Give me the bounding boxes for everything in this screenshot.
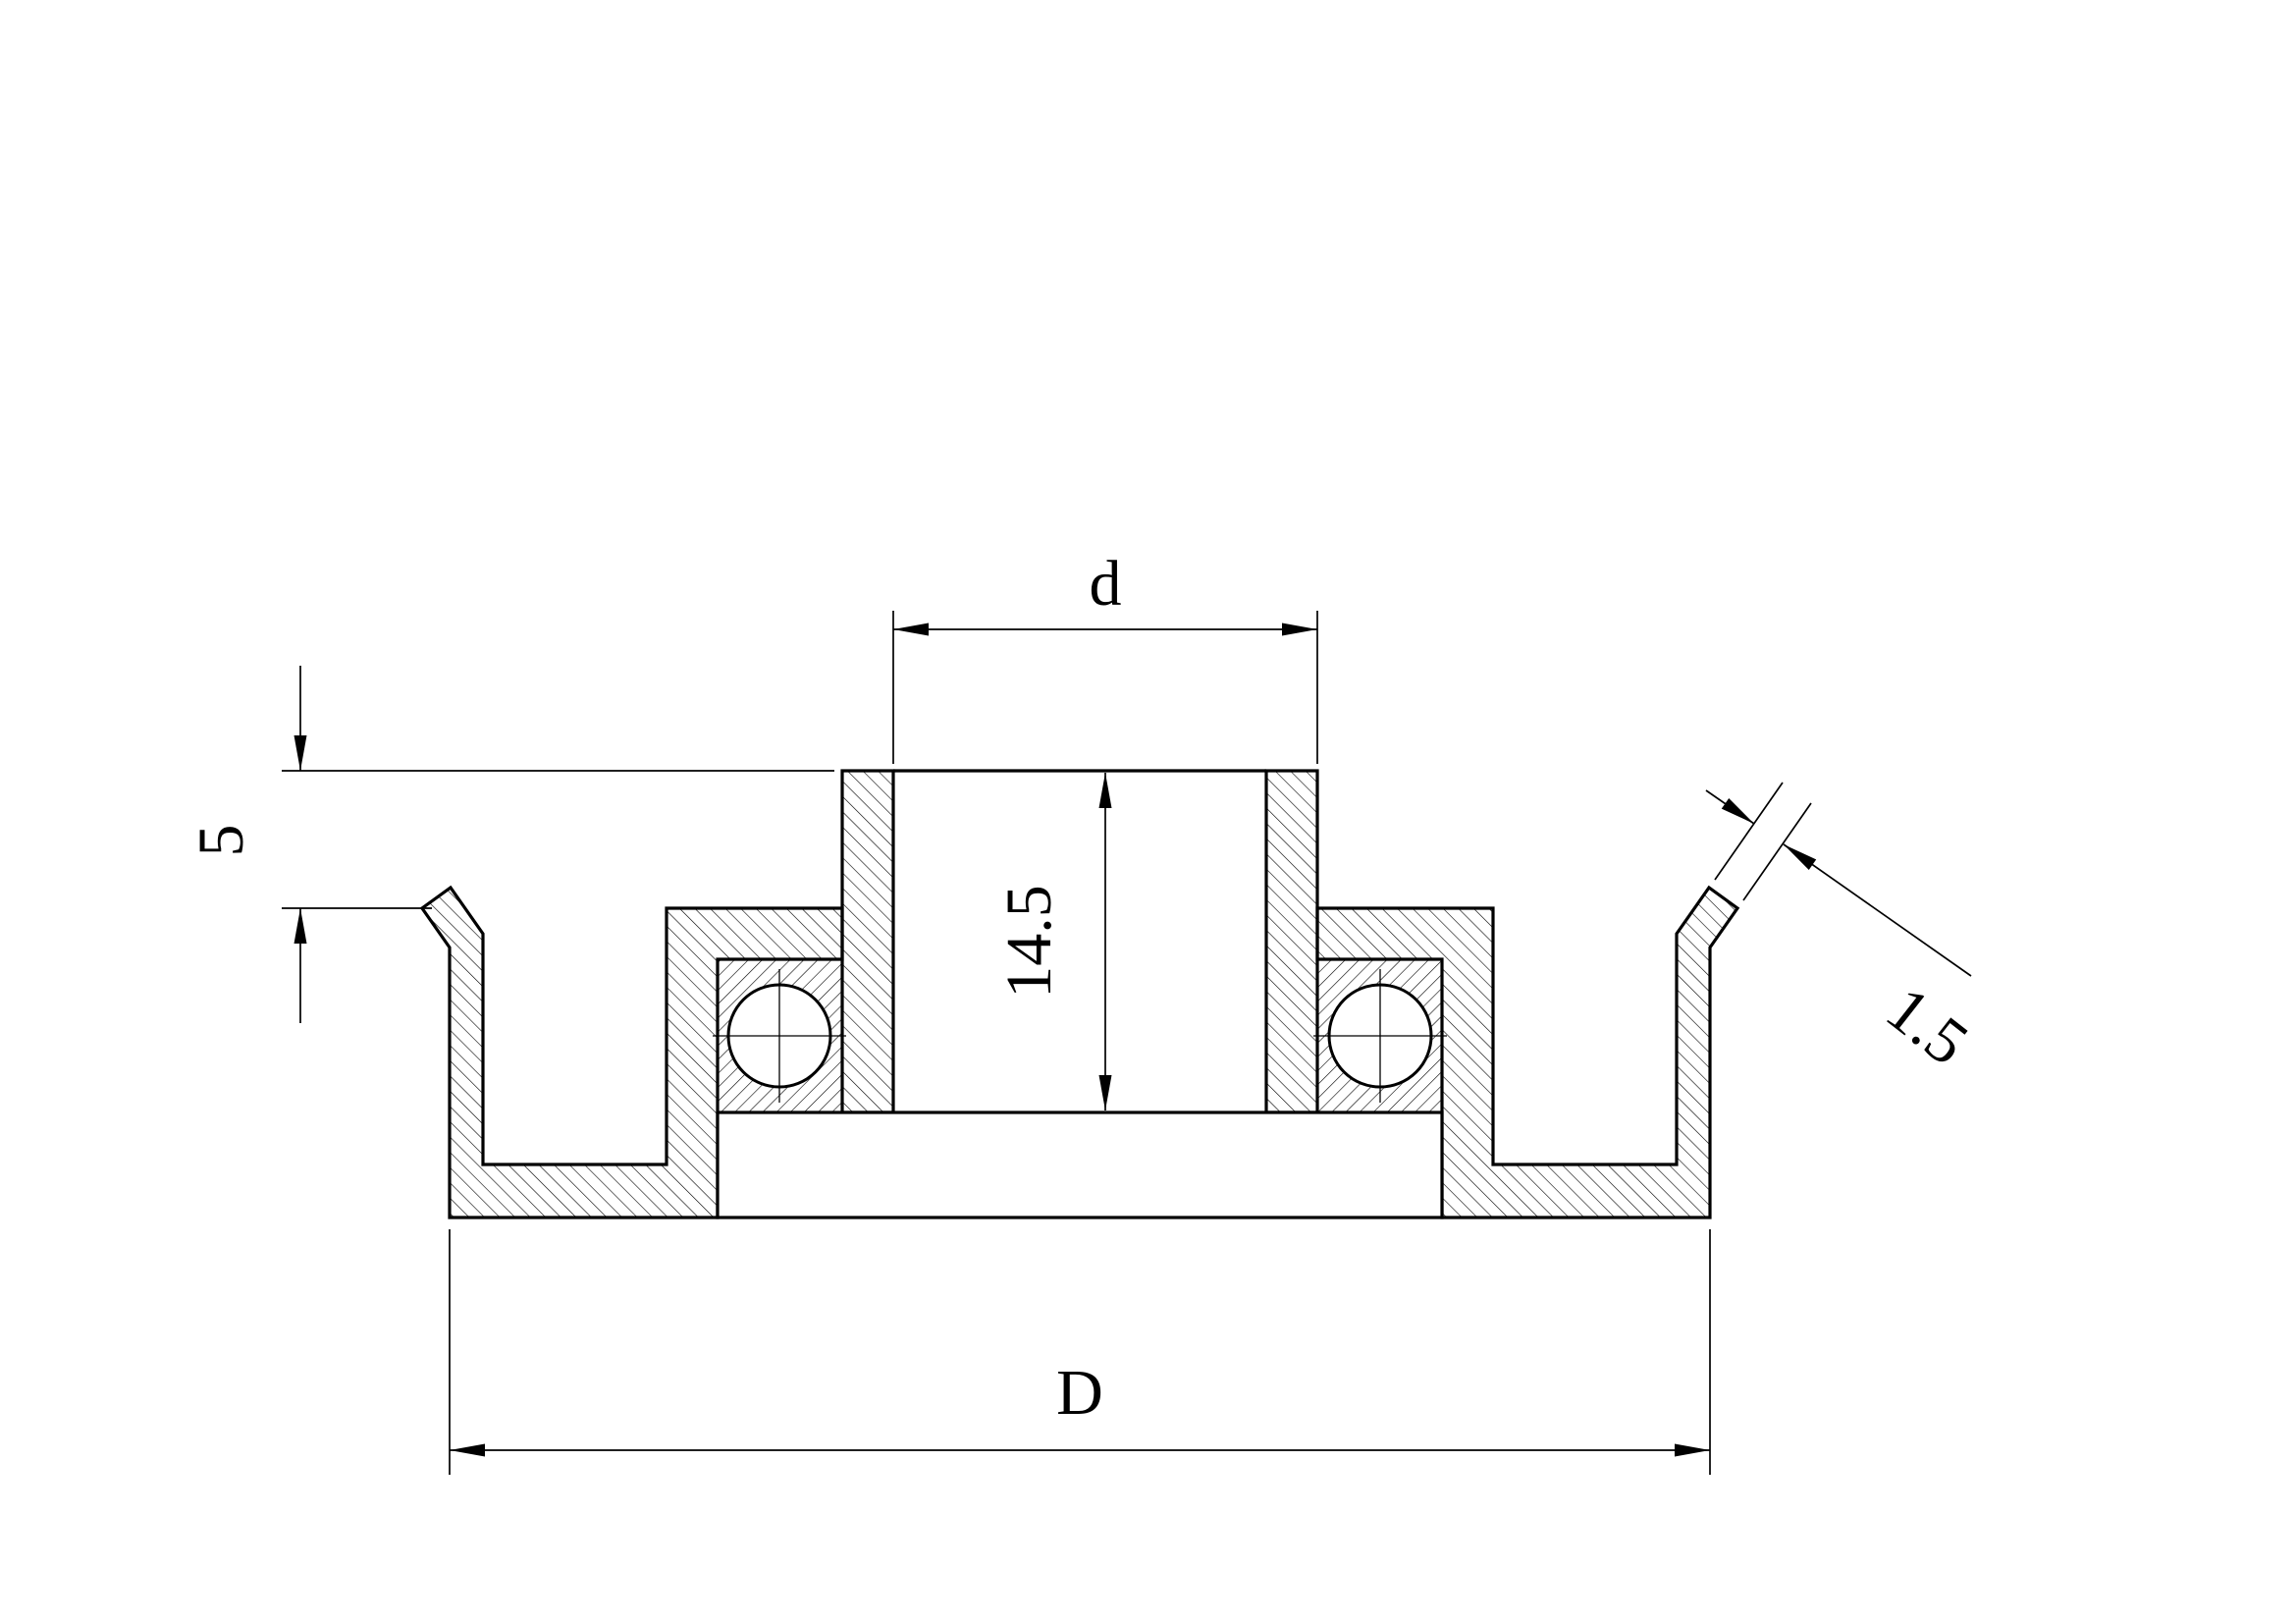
dim-label-outer-D: D	[1056, 1357, 1103, 1429]
dimension-outer-D: D	[449, 1229, 1711, 1475]
d-arrow-right	[1282, 623, 1317, 636]
dim-label-bore-d: d	[1090, 548, 1122, 620]
hub-sleeve-right-wall	[1264, 769, 1319, 1114]
dim-label-lip-thickness: 1.5	[1873, 973, 1981, 1079]
bearing-left	[713, 969, 846, 1103]
D-arrow-left	[450, 1443, 485, 1457]
bearing-right	[1313, 969, 1447, 1103]
dimension-hub-depth: 14.5	[993, 773, 1112, 1110]
lip-leader-line	[1783, 843, 1972, 977]
lip-extension-line-outer	[1742, 802, 1812, 901]
d-arrow-left	[893, 623, 929, 636]
step-arrow-up	[294, 908, 307, 944]
hub-depth-arrow-down	[1098, 1075, 1112, 1110]
dim-label-step-5: 5	[186, 825, 257, 857]
hub-depth-arrow-up	[1098, 773, 1112, 808]
D-arrow-right	[1675, 1443, 1710, 1457]
base-plate	[716, 1110, 1444, 1219]
lip-arrow-upper	[1721, 798, 1754, 824]
dimension-lip-thickness: 1.5	[1705, 782, 1981, 1079]
lip-extension-line-inner	[1714, 782, 1784, 881]
dimension-bore-d: d	[892, 548, 1318, 764]
dimension-step-5: 5	[186, 666, 834, 1023]
step-arrow-down	[294, 735, 307, 771]
lip-arrow-lower	[1784, 844, 1817, 870]
dim-label-hub-depth: 14.5	[993, 885, 1065, 999]
hub-sleeve-left-wall	[840, 769, 895, 1114]
